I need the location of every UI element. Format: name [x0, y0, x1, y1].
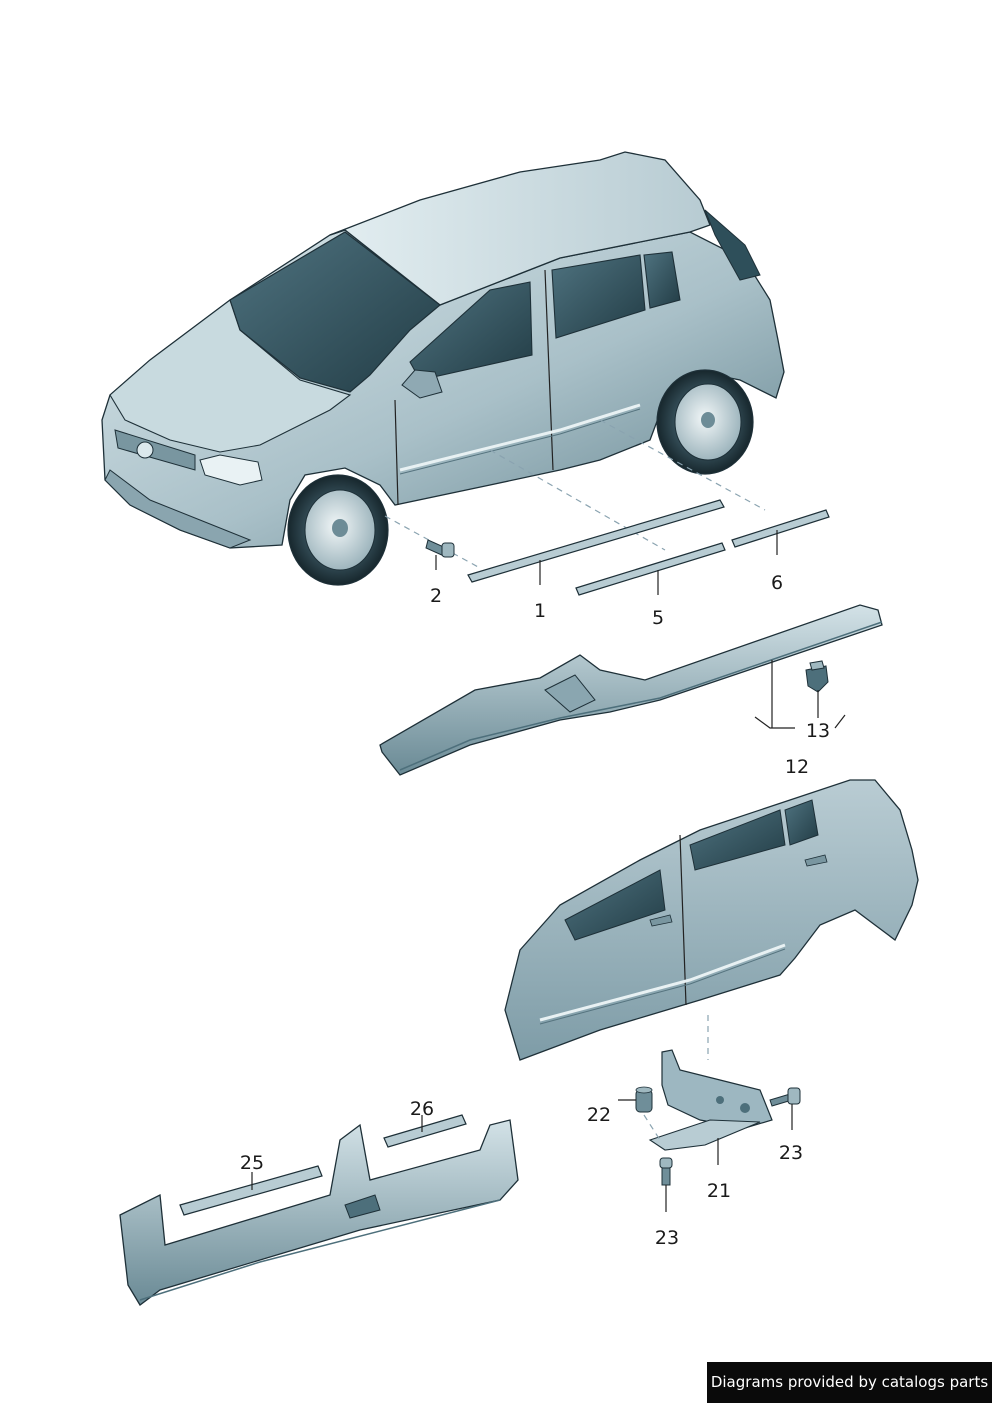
- callout-1: 1: [534, 600, 546, 622]
- part-2-screw: [425, 539, 455, 558]
- car-door-line-front: [394, 399, 399, 506]
- part-23-bolt-right: [769, 1087, 801, 1107]
- part-21-bracket: [648, 1049, 773, 1151]
- credit-banner: Diagrams provided by catalogs parts: [707, 1362, 992, 1403]
- part-6-strip: [731, 509, 830, 548]
- car-mirror: [401, 369, 443, 399]
- car-side-trim-shadow: [399, 408, 641, 475]
- leader-12-13-bracket: [754, 714, 846, 729]
- car-headlight: [199, 454, 263, 486]
- part-5-strip: [575, 542, 726, 596]
- callout-23a: 23: [779, 1142, 803, 1164]
- part-1-strip: [467, 499, 725, 583]
- callout-25: 25: [240, 1152, 264, 1174]
- part-23-bolt-lower: [659, 1157, 673, 1186]
- dash-line-6: [599, 419, 766, 511]
- car-quarter-window: [643, 251, 681, 309]
- part-12-sill-trim: [379, 604, 883, 776]
- part-22-nut: [635, 1086, 653, 1113]
- callout-13: 13: [806, 720, 830, 742]
- car-rear-window: [551, 254, 646, 339]
- callout-21: 21: [707, 1180, 731, 1202]
- callout-2: 2: [430, 585, 442, 607]
- car-side-trim: [399, 403, 641, 472]
- car-grille: [114, 429, 196, 471]
- part-25-strip: [179, 1165, 323, 1216]
- part-sill-panel-lower: [119, 1119, 519, 1306]
- part-13-clip: [805, 660, 829, 693]
- callout-23b: 23: [655, 1227, 679, 1249]
- dash-22: [643, 1114, 661, 1141]
- car-door-line-mid: [544, 269, 554, 471]
- callout-26: 26: [410, 1098, 434, 1120]
- car-rear-screen: [704, 209, 761, 281]
- callout-12: 12: [785, 756, 809, 778]
- callout-22: 22: [587, 1104, 611, 1126]
- callout-5: 5: [652, 607, 664, 629]
- car-badge: [136, 441, 154, 459]
- dash-line-1: [384, 515, 481, 569]
- callout-6: 6: [771, 572, 783, 594]
- car-overview: [101, 151, 785, 586]
- part-26-strip: [383, 1114, 467, 1148]
- car-front-wheel: [287, 474, 389, 586]
- car-hood: [109, 299, 352, 453]
- car-bumper: [104, 469, 252, 549]
- car-rear-wheel: [656, 369, 754, 475]
- car-windshield: [229, 231, 441, 393]
- rear-side-panel: [504, 779, 919, 1061]
